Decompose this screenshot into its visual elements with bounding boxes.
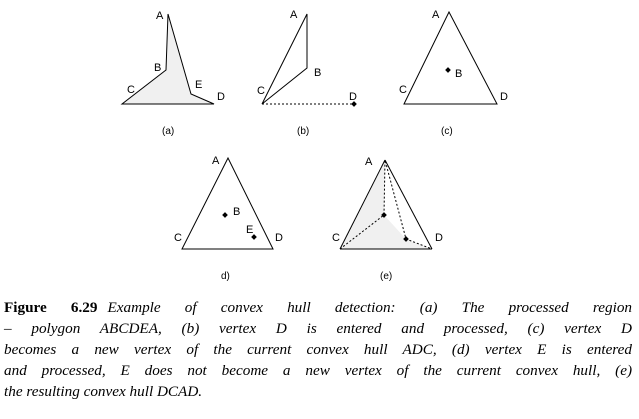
- panel-a-label-A: A: [156, 10, 164, 22]
- panel-a-label-C: C: [127, 84, 135, 96]
- panel-c-sublabel: (c): [441, 126, 453, 137]
- panel-c-label-D: D: [500, 91, 508, 103]
- panel-e-label-D: D: [435, 232, 443, 244]
- panel-b-sublabel: (b): [297, 126, 309, 137]
- panel-c-label-C: C: [399, 84, 407, 96]
- caption-text-1: Example of convex hull detection: (a) Th…: [107, 299, 633, 316]
- figure-area: A B C D E (a) A B C D (b) A B C D (c) A …: [120, 9, 508, 282]
- panel-c-vertex-b-dot: [445, 67, 451, 73]
- panel-d-triangle-acd: [181, 156, 274, 250]
- panel-d-vertex-e-dot: [251, 234, 257, 240]
- panel-e-hull-edge-ac: [339, 159, 386, 250]
- caption-line-5: the resulting convex hull DCAD.: [4, 383, 203, 400]
- panel-e-sublabel: (e): [380, 271, 392, 282]
- panel-b-label-C: C: [257, 85, 265, 97]
- figure-diagram: A B C D E (a) A B C D (b) A B C D (c) A …: [120, 9, 508, 282]
- panel-d-sublabel: d): [221, 271, 230, 282]
- panel-d-label-A: A: [212, 155, 220, 167]
- panel-a-label-E: E: [195, 79, 202, 91]
- panel-c: A B C D (c): [399, 9, 508, 137]
- panel-b-label-B: B: [314, 67, 321, 79]
- caption-line-2: – polygon ABCDEA, (b) vertex D is entere…: [4, 320, 632, 337]
- panel-a-label-D: D: [217, 91, 225, 103]
- caption-line-4: and processed, E does not become a new v…: [4, 362, 632, 379]
- panel-e-vertex-e-dot: [403, 236, 409, 242]
- panel-a-label-B: B: [154, 62, 161, 74]
- caption-line-1: Figure 6.29 Example of convex hull detect…: [4, 297, 632, 318]
- panel-b-vertex-d-dot: [351, 101, 357, 107]
- panel-a: A B C D E (a): [120, 10, 225, 137]
- panel-b-label-A: A: [290, 9, 298, 21]
- panel-d-label-C: C: [174, 232, 182, 244]
- panel-c-label-A: A: [432, 9, 440, 21]
- panel-b-triangle-acb: [261, 13, 308, 105]
- panel-d-label-D: D: [275, 232, 283, 244]
- figure-caption: Figure 6.29 Example of convex hull detect…: [4, 297, 632, 402]
- panel-b-label-D: D: [349, 91, 357, 103]
- panel-b: A B C D (b): [257, 9, 357, 137]
- panel-e-vertex-b-dot: [381, 212, 387, 218]
- panel-e-hull-edge-ad: [384, 159, 433, 250]
- panel-d-label-E: E: [246, 224, 253, 236]
- panel-e-label-C: C: [332, 232, 340, 244]
- panel-e-shaded-region: [340, 160, 432, 249]
- panel-e-label-A: A: [365, 156, 373, 168]
- panel-a-region-abcdea: [120, 13, 215, 105]
- panel-e-dotted-path: [339, 159, 433, 250]
- panel-c-label-B: B: [455, 68, 462, 80]
- panel-d-vertex-b-dot: [222, 212, 228, 218]
- panel-c-triangle-acd: [403, 10, 498, 105]
- figure-number: Figure 6.29: [4, 299, 98, 316]
- panel-d-label-B: B: [233, 206, 240, 218]
- panel-e: A C D (e): [332, 156, 443, 282]
- panel-a-sublabel: (a): [162, 126, 174, 137]
- caption-line-3: becomes a new vertex of the current conv…: [4, 341, 632, 358]
- panel-d: A B C D E d): [174, 155, 283, 282]
